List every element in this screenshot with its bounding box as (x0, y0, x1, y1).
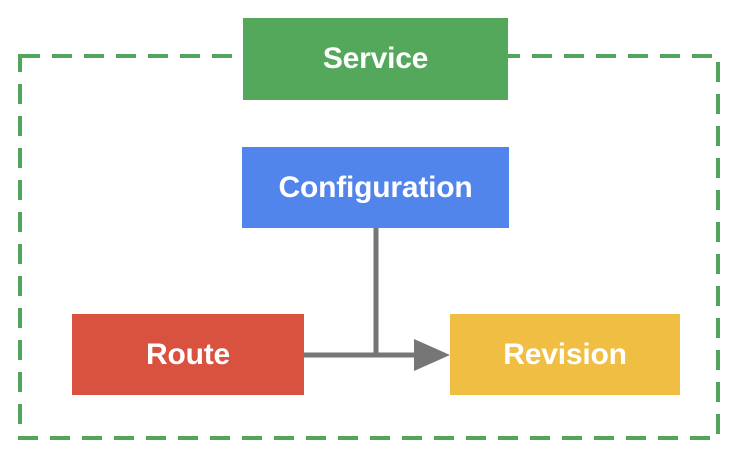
node-service-label: Service (322, 42, 429, 75)
node-service[interactable]: Service (243, 18, 508, 100)
node-revision-label: Revision (503, 337, 627, 371)
node-route[interactable]: Route (72, 314, 304, 395)
service-boundary-dashed-rect (18, 54, 720, 440)
arrowhead-icon (414, 339, 450, 371)
node-configuration-label: Configuration (278, 170, 473, 204)
node-revision[interactable]: Revision (450, 314, 680, 395)
node-route-label: Route (146, 337, 230, 371)
node-configuration[interactable]: Configuration (242, 147, 509, 228)
